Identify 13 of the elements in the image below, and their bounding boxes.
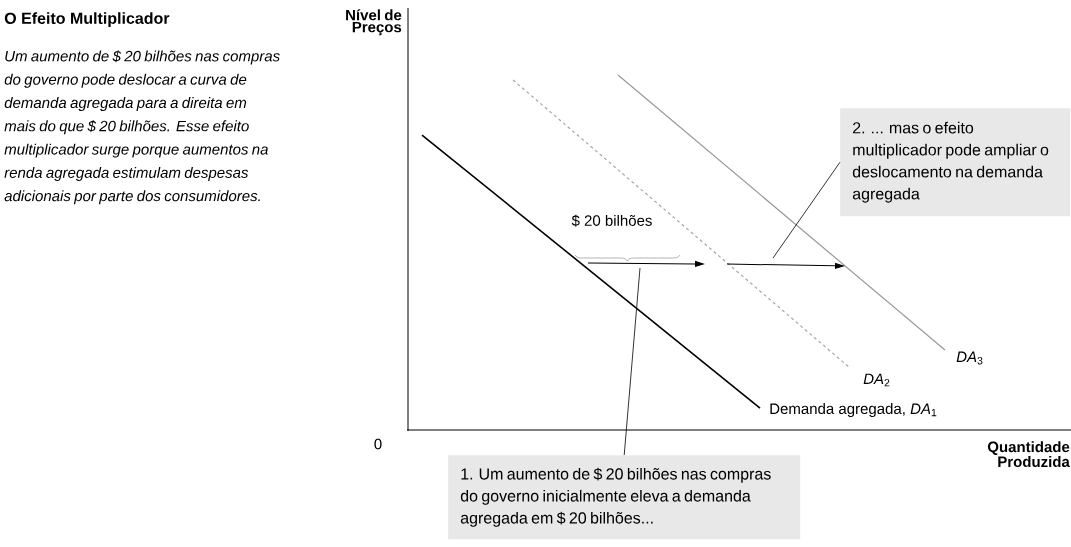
callout-box: 1. Um aumento de $ 20 bilhões nas compras do governo inicialmente eleva a demanda agregada em $ 20 bilhões...	[448, 455, 801, 540]
leader-line	[623, 267, 641, 456]
curve-label: DA$_{2}$	[863, 373, 890, 387]
leader-line	[772, 161, 841, 259]
value-label: $ 20 bilhões	[571, 214, 652, 227]
axis-label: Nível de Preços	[346, 9, 402, 36]
callout-box: 2. ... mas o efeito multiplicador pode ampliar o deslocamento na demanda agregada	[840, 108, 1071, 217]
axis-label: 0	[374, 438, 382, 450]
curve-label: DA$_{3}$	[956, 351, 983, 365]
heading: O Efeito Multiplicador	[4, 12, 170, 28]
caption: Um aumento de $ 20 bilhões nas compras do governo pode deslocar a curva de demanda agregada para a direita em mais do que $ 20 bilhões. Esse efeito multiplicador surge porque aumentos na renda agregada estimulam despesas adicionais por parte dos consumidores.	[4, 50, 280, 205]
axis-label: Quantidade Produzida	[987, 441, 1070, 468]
curve-label: Demanda agregada, DA$_{1}$	[770, 403, 937, 417]
